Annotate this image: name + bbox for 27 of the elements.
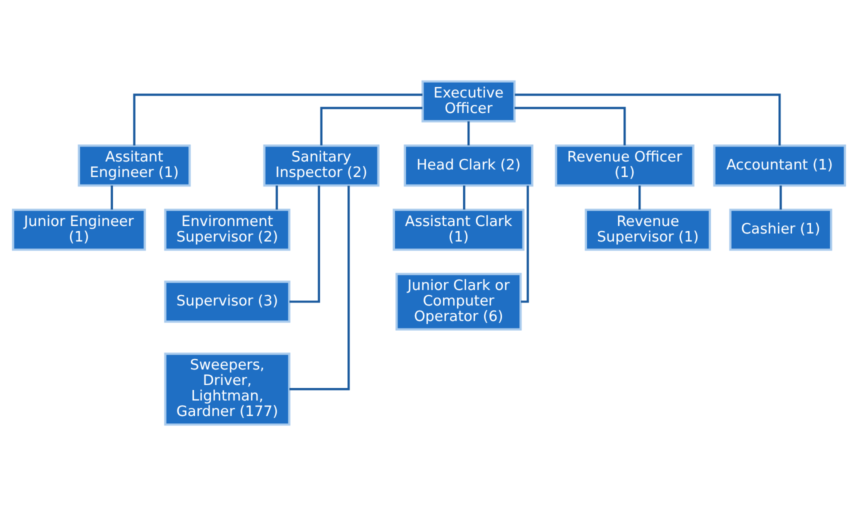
connector (320, 106, 422, 145)
connector (463, 185, 466, 210)
connector (289, 185, 320, 302)
connector (467, 120, 470, 145)
node-box: Executive Officer (422, 80, 516, 122)
node-box: Supervisor (3) (164, 280, 290, 322)
node-box: Environment Supervisor (2) (164, 208, 290, 250)
connector (638, 185, 641, 210)
node-box: Junior Engineer (1) (12, 208, 146, 250)
connector (514, 106, 626, 145)
node-box: Revenue Officer (1) (554, 144, 694, 186)
node-box: Assitant Engineer (1) (78, 144, 191, 186)
node-box: Head Clark (2) (404, 144, 534, 186)
node-box: Assistant Clark (1) (392, 208, 524, 250)
node-box: Sanitary Inspector (2) (263, 144, 380, 186)
node-box: Revenue Supervisor (1) (584, 208, 711, 250)
connector (289, 185, 350, 390)
connector (520, 185, 529, 302)
node-box: Accountant (1) (713, 144, 846, 186)
connector (514, 93, 781, 145)
connector (133, 93, 422, 145)
node-box: Sweepers, Driver, Lightman, Gardner (177) (164, 352, 290, 426)
connector (110, 185, 113, 210)
node-box: Cashier (1) (729, 208, 832, 250)
connector (276, 185, 278, 210)
node-box: Junior Clark or Computer Operator (6) (396, 272, 522, 330)
connector (780, 185, 782, 210)
